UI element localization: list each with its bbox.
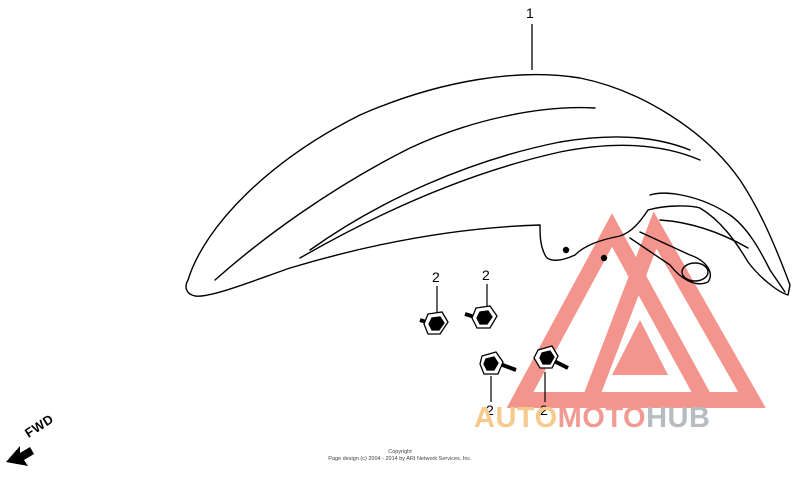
bolt-leader-lines xyxy=(436,284,546,402)
watermark-logo xyxy=(506,211,766,408)
logo-core-triangle xyxy=(612,320,668,375)
front-fender xyxy=(185,73,791,297)
bolt-lower-right xyxy=(533,345,569,370)
callout-bolt-lower-right: 2 xyxy=(540,402,548,418)
copyright-line2: Page design (c) 2004 - 2014 by ARI Netwo… xyxy=(328,455,472,462)
copyright-line1: Copyright xyxy=(388,449,412,455)
forward-arrow-icon xyxy=(6,446,34,466)
bolt-upper-right xyxy=(464,305,498,329)
callout-fender: 1 xyxy=(526,5,534,21)
watermark-hub: HUB xyxy=(646,402,711,434)
watermark-moto: MOTO xyxy=(557,402,647,434)
callout-bolt-upper-left: 2 xyxy=(432,269,440,285)
copyright-notice: Copyright Page design (c) 2004 - 2014 by… xyxy=(300,449,500,463)
callout-bolt-upper-right: 2 xyxy=(482,267,490,283)
bolt-upper-left xyxy=(419,311,449,335)
bolt-lower-left xyxy=(479,351,517,375)
watermark-brand: AUTOMOTOHUB xyxy=(474,402,710,435)
watermark-auto: AUTO xyxy=(474,402,558,434)
callout-bolt-lower-left: 2 xyxy=(486,402,494,418)
logo-inner-triangle xyxy=(578,211,766,408)
